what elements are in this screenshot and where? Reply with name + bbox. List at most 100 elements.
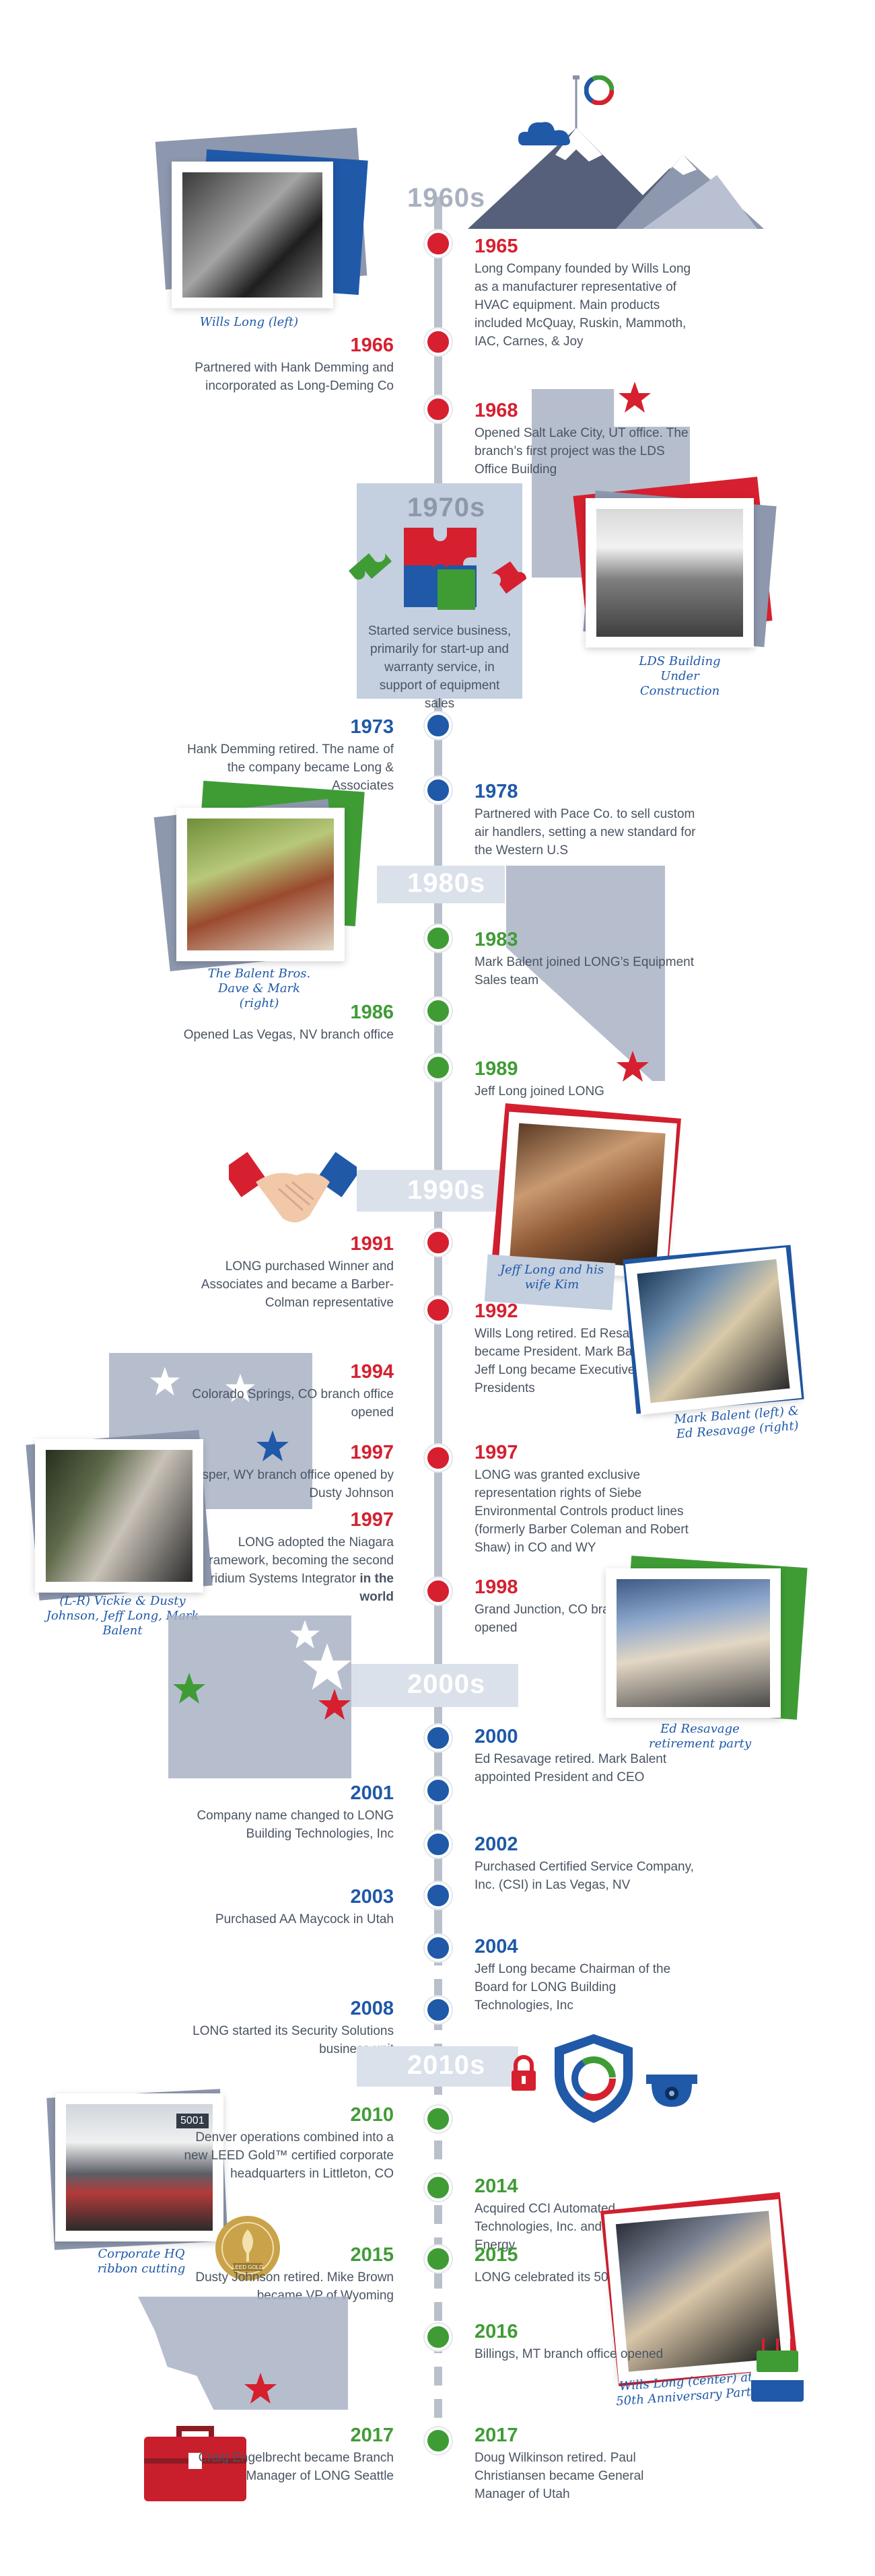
caption-wills-long: Wills Long (left) (199, 315, 299, 329)
event-1965: 1965 Long Company founded by Wills Long … (475, 234, 697, 351)
timeline-node-2004 (425, 1935, 452, 1961)
event-1997-siebe: 1997 LONG was granted exclusive represen… (475, 1440, 697, 1557)
star-icon (303, 1643, 351, 1690)
star-icon (617, 1051, 649, 1082)
lock-icon (512, 2055, 536, 2091)
timeline-node-1973 (425, 712, 452, 739)
event-year: 1997 (350, 1442, 394, 1463)
event-year: 2016 (475, 2321, 518, 2342)
event-1966: 1966 Partnered with Hank Demming and inc… (172, 333, 394, 395)
montana-shape (138, 2297, 348, 2410)
event-year: 1997 (475, 1442, 518, 1463)
caption-jeff-kim: Jeff Long and his wife Kim (499, 1263, 604, 1292)
event-1983: 1983 Mark Balent joined LONG’s Equipment… (475, 928, 697, 989)
event-text: Craig Engelbrecht became Branch Manager … (198, 2451, 394, 2483)
photo-group-1997 (35, 1439, 203, 1593)
star-icon (318, 1689, 351, 1720)
event-text: Casper, WY branch office opened by Dusty… (186, 1468, 394, 1500)
event-text: Partnered with Pace Co. to sell custom a… (475, 807, 696, 858)
handshake-icon (229, 1152, 357, 1223)
decade-box-1970s: Started service business, primarily for … (357, 483, 522, 711)
hq-sign: 5001 (176, 2114, 209, 2128)
grand-junction-shape (168, 1615, 351, 1778)
event-text: Opened Salt Lake City, UT office. The br… (475, 426, 689, 477)
timeline-node-2010 (425, 2105, 452, 2132)
photo-lds-building (586, 498, 754, 648)
photo-balent-bros (176, 808, 345, 961)
timeline-node-1968 (425, 396, 452, 423)
event-text: Purchased Certified Service Company, Inc… (475, 1860, 694, 1892)
event-1989: 1989 Jeff Long joined LONG (475, 1057, 697, 1101)
timeline-node-1983 (425, 925, 452, 952)
cloud-icon (518, 122, 570, 145)
event-text: Started service business, primarily for … (368, 624, 512, 711)
leed-badge-icon: LEED GOLD (215, 2216, 280, 2281)
photo-wills-long (172, 162, 333, 308)
timeline-node-2014 (425, 2174, 452, 2201)
event-year: 1983 (475, 929, 518, 950)
decade-label-1990s: 1990s (407, 1175, 486, 1205)
star-icon (244, 2373, 277, 2404)
event-year: 2010 (350, 2104, 394, 2126)
event-2004: 2004 Jeff Long became Chairman of the Bo… (475, 1935, 697, 2015)
event-text: Jeff Long joined LONG (475, 1084, 604, 1099)
event-text: Jeff Long became Chairman of the Board f… (475, 1962, 671, 2013)
leed-badge-text: LEED GOLD (232, 2264, 263, 2270)
event-year: 1991 (350, 1233, 394, 1255)
event-text-strong: in the world (359, 1572, 394, 1604)
decade-band-2000s (351, 1664, 518, 1707)
event-1997-niagara: 1997 LONG adopted the Niagara Framework,… (172, 1508, 394, 1606)
event-text: Mark Balent joined LONG’s Equipment Sale… (475, 955, 694, 987)
timeline-node-2001 (425, 1777, 452, 1804)
decade-label-1980s: 1980s (407, 868, 486, 898)
decade-label-2000s: 2000s (407, 1669, 486, 1699)
event-1968: 1968 Opened Salt Lake City, UT office. T… (475, 398, 697, 479)
event-year: 2014 (475, 2175, 518, 2197)
star-icon (290, 1620, 320, 1649)
event-1978: 1978 Partnered with Pace Co. to sell cus… (475, 779, 697, 860)
caption-balent-bros: The Balent Bros. Dave & Mark (right) (207, 967, 311, 1010)
toolbox-icon (144, 2426, 246, 2501)
timeline-node-2008 (425, 1996, 452, 2023)
timeline-node-2016 (425, 2324, 452, 2351)
timeline-node-2017 (425, 2427, 452, 2454)
decade-band-2010s (357, 2046, 518, 2087)
decade-band-1990s (357, 1170, 518, 1212)
event-year: 1968 (475, 400, 518, 421)
event-text: Denver operations combined into a new LE… (184, 2130, 394, 2181)
event-year: 1989 (475, 1058, 518, 1080)
puzzle-icon (349, 528, 527, 610)
event-2000: 2000 Ed Resavage retired. Mark Balent ap… (475, 1725, 697, 1786)
event-2002: 2002 Purchased Certified Service Company… (475, 1832, 697, 1894)
star-icon (150, 1366, 180, 1396)
event-text: Partnered with Hank Demming and incorpor… (195, 361, 394, 393)
event-2003: 2003 Purchased AA Maycock in Utah (172, 1885, 394, 1928)
timeline-node-1992 (425, 1296, 452, 1323)
timeline-node-1965 (425, 230, 452, 257)
event-1994: 1994 Colorado Springs, CO branch office … (172, 1360, 394, 1422)
event-text: Wills Long retired. Ed Resavage became P… (475, 1327, 678, 1395)
event-year: 1965 (475, 236, 518, 257)
event-year: 2002 (475, 1834, 518, 1855)
event-text: Billings, MT branch office opened (475, 2347, 664, 2361)
event-2016: 2016 Billings, MT branch office opened (475, 2320, 697, 2363)
timeline-node-2015 (425, 2246, 452, 2272)
event-2010: 2010 Denver operations combined into a n… (172, 2103, 394, 2183)
mountain-icon (468, 75, 764, 229)
event-text: Long Company founded by Wills Long as a … (475, 262, 691, 349)
decade-label-1960s: 1960s (407, 183, 486, 213)
decade-label-2010s: 2010s (407, 2050, 486, 2080)
timeline-node-1991 (425, 1229, 452, 1256)
event-text: Hank Demming retired. The name of the co… (187, 742, 394, 793)
caption-ed-party: Ed Resavage retirement party (648, 1722, 752, 1751)
event-year: 1978 (475, 781, 518, 802)
event-year: 2015 (475, 2244, 518, 2266)
event-1992: 1992 Wills Long retired. Ed Resavage bec… (475, 1299, 697, 1397)
photo-ed-party (606, 1568, 781, 1718)
decade-band-1980s (377, 866, 505, 903)
event-year: 1992 (475, 1300, 518, 1322)
event-year: 2017 (475, 2425, 518, 2446)
caption-hq-ribbon: Corporate HQ ribbon cutting (97, 2247, 186, 2276)
event-year: 2015 (350, 2244, 394, 2266)
timeline-node-1989 (425, 1054, 452, 1081)
